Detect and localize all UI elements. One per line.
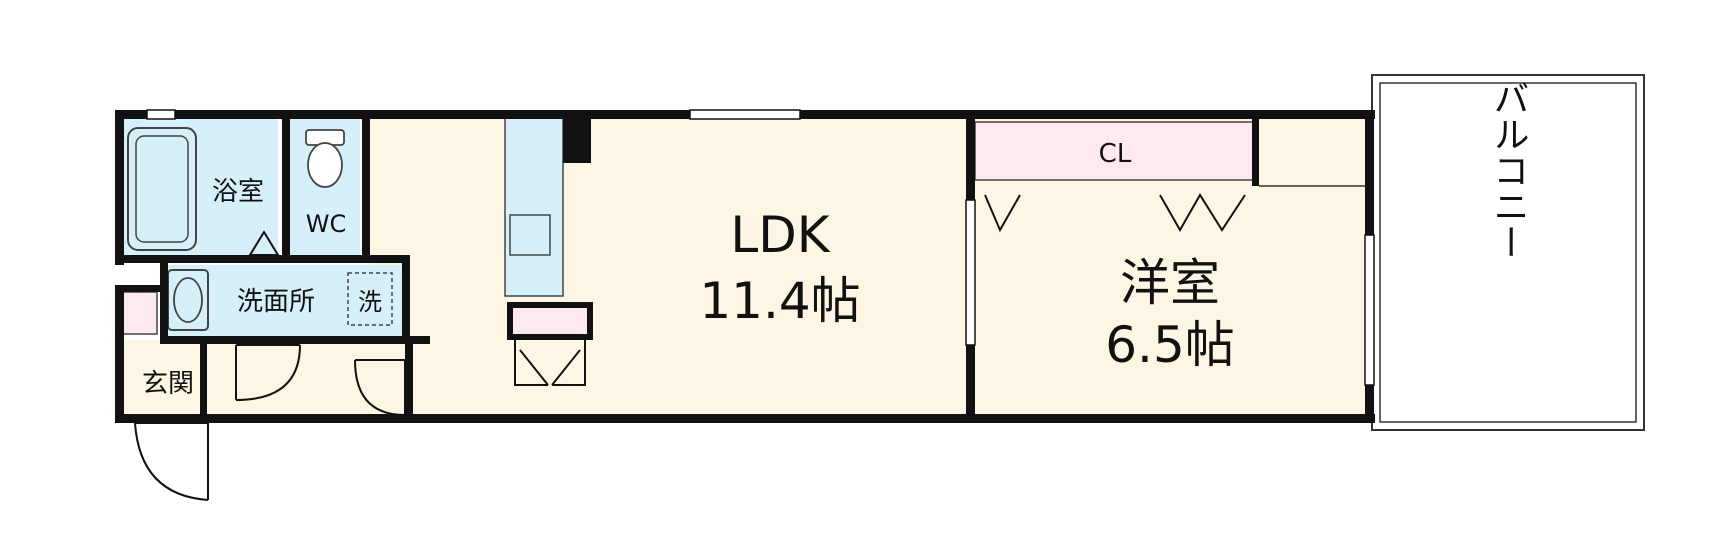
fixtures xyxy=(127,127,393,331)
floor-fills xyxy=(118,118,1370,418)
doors xyxy=(134,185,1365,501)
toilet-icon xyxy=(305,129,345,188)
balcony xyxy=(1371,74,1645,431)
sink-icon xyxy=(167,269,209,331)
ldk-size: 11.4帖 xyxy=(699,272,860,330)
closet-label: CL xyxy=(1099,139,1132,169)
western-name: 洋室 xyxy=(1120,254,1220,312)
entrance-label: 玄関 xyxy=(142,369,194,399)
wc-label: WC xyxy=(306,210,347,238)
bath-label: 浴室 xyxy=(212,177,264,207)
washer-pan-icon xyxy=(347,272,393,326)
bathtub-icon xyxy=(127,127,197,251)
closet-floor xyxy=(974,121,1256,181)
washroom-label: 洗面所 xyxy=(237,287,315,317)
entrance-floor xyxy=(118,340,408,418)
labels: 浴室 WC 洗面所 洗 玄関 LDK 11.4帖 CL 洋室 6.5帖 バルコニ… xyxy=(142,80,1529,399)
ldk-name: LDK xyxy=(730,206,830,264)
windows xyxy=(146,109,1375,386)
ldk-floor xyxy=(370,118,970,418)
entrance-shoe-box xyxy=(121,291,158,335)
balcony-label: バルコニー xyxy=(1488,80,1529,260)
washer-label: 洗 xyxy=(358,288,382,316)
kitchen-counter xyxy=(504,117,593,386)
western-size: 6.5帖 xyxy=(1105,316,1235,374)
